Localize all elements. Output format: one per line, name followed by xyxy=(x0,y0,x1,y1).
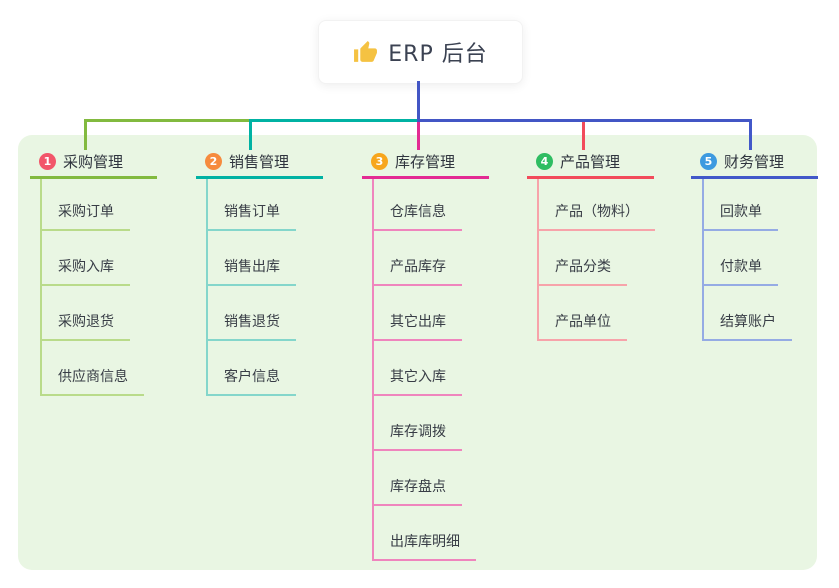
node-inout-detail[interactable]: 出库库明细 xyxy=(372,529,476,561)
connector-bus-right xyxy=(417,119,752,122)
connector-bus-left xyxy=(84,119,251,122)
branch-label: 销售管理 xyxy=(229,153,290,171)
node-sales-order[interactable]: 销售订单 xyxy=(206,199,296,231)
root-node-title: ERP 后台 xyxy=(388,42,488,67)
node-sales-outbound[interactable]: 销售出库 xyxy=(206,254,296,286)
branch-spine-product xyxy=(537,179,539,341)
branch-label: 采购管理 xyxy=(63,153,124,171)
connector-drop-purchase xyxy=(84,119,87,150)
node-supplier-info[interactable]: 供应商信息 xyxy=(40,364,144,396)
connector-drop-product xyxy=(582,122,585,150)
node-product-unit[interactable]: 产品单位 xyxy=(537,309,627,341)
branch-node-purchase[interactable]: 1 采购管理 xyxy=(30,147,157,179)
branch-label: 产品管理 xyxy=(560,153,621,171)
node-receipt-bill[interactable]: 回款单 xyxy=(702,199,778,231)
branch-badge-1: 1 xyxy=(39,153,56,170)
branch-node-finance[interactable]: 5 财务管理 xyxy=(691,147,818,179)
connector-bus-mid xyxy=(251,119,417,122)
branch-node-sales[interactable]: 2 销售管理 xyxy=(196,147,323,179)
connector-drop-finance xyxy=(749,119,752,150)
node-other-inbound[interactable]: 其它入库 xyxy=(372,364,462,396)
branch-badge-3: 3 xyxy=(371,153,388,170)
node-warehouse-info[interactable]: 仓库信息 xyxy=(372,199,462,231)
connector-drop-inventory xyxy=(417,122,420,150)
branch-badge-4: 4 xyxy=(536,153,553,170)
canvas-background xyxy=(18,135,817,570)
connector-root-stem xyxy=(417,81,420,120)
node-settlement-account[interactable]: 结算账户 xyxy=(702,309,792,341)
node-customer-info[interactable]: 客户信息 xyxy=(206,364,296,396)
root-node-erp[interactable]: ERP 后台 xyxy=(318,20,523,84)
node-sales-return[interactable]: 销售退货 xyxy=(206,309,296,341)
thumbs-up-icon xyxy=(354,40,378,62)
branch-node-inventory[interactable]: 3 库存管理 xyxy=(362,147,489,179)
branch-label: 财务管理 xyxy=(724,153,785,171)
branch-badge-2: 2 xyxy=(205,153,222,170)
branch-spine-purchase xyxy=(40,179,42,396)
node-stock-count[interactable]: 库存盘点 xyxy=(372,474,462,506)
node-product-category[interactable]: 产品分类 xyxy=(537,254,627,286)
branch-spine-finance xyxy=(702,179,704,341)
branch-node-product[interactable]: 4 产品管理 xyxy=(527,147,654,179)
branch-badge-5: 5 xyxy=(700,153,717,170)
node-purchase-return[interactable]: 采购退货 xyxy=(40,309,130,341)
node-purchase-order[interactable]: 采购订单 xyxy=(40,199,130,231)
node-product-stock[interactable]: 产品库存 xyxy=(372,254,462,286)
branch-spine-sales xyxy=(206,179,208,396)
connector-drop-sales xyxy=(249,119,252,150)
node-other-outbound[interactable]: 其它出库 xyxy=(372,309,462,341)
node-payment-bill[interactable]: 付款单 xyxy=(702,254,778,286)
branch-label: 库存管理 xyxy=(395,153,456,171)
node-purchase-inbound[interactable]: 采购入库 xyxy=(40,254,130,286)
node-product-material[interactable]: 产品（物料） xyxy=(537,199,655,231)
branch-spine-inventory xyxy=(372,179,374,561)
node-stock-transfer[interactable]: 库存调拨 xyxy=(372,419,462,451)
